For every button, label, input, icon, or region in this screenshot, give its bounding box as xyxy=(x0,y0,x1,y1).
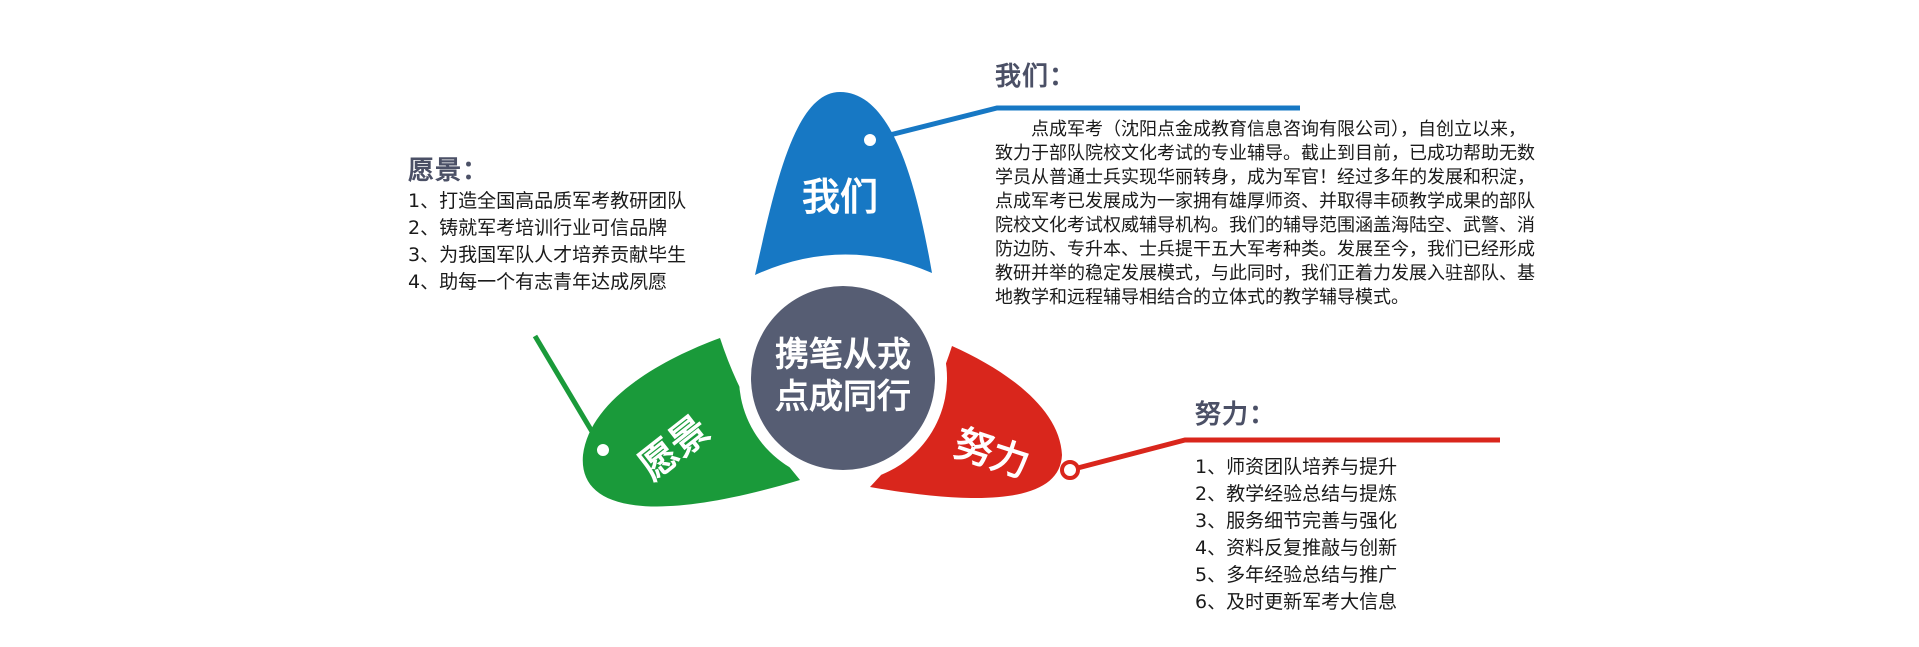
women-connector-line xyxy=(869,105,1300,143)
list-item: 5、多年经验总结与推广 xyxy=(1195,564,1398,586)
women-petal xyxy=(755,92,932,275)
women-petal-label: 我们 xyxy=(802,175,878,219)
center-line-1: 携笔从戎 xyxy=(775,335,911,375)
list-item: 2、铸就军考培训行业可信品牌 xyxy=(408,217,668,239)
nuli-connector-line xyxy=(1069,437,1500,473)
list-item: 1、打造全国高品质军考教研团队 xyxy=(408,190,687,212)
women-connector-dot xyxy=(860,130,880,150)
nuli-connector-dot xyxy=(1060,460,1080,480)
center-line-2: 点成同行 xyxy=(775,377,911,417)
women-description: 点成军考（沈阳点金成教育信息咨询有限公司），自创立以来，致力于部队院校文化考试的… xyxy=(995,119,1535,308)
nuli-list: 1、师资团队培养与提升 2、教学经验总结与提炼 3、服务细节完善与强化 4、资料… xyxy=(1195,454,1397,616)
list-item: 4、助每一个有志青年达成夙愿 xyxy=(408,271,668,293)
center-circle xyxy=(751,286,935,470)
yuanjing-list: 1、打造全国高品质军考教研团队 2、铸就军考培训行业可信品牌 3、为我国军队人才… xyxy=(408,188,686,296)
list-item: 2、教学经验总结与提炼 xyxy=(1195,483,1398,505)
yuanjing-connector-dot xyxy=(593,440,613,460)
list-item: 4、资料反复推敲与创新 xyxy=(1195,537,1398,559)
list-item: 3、服务细节完善与强化 xyxy=(1195,510,1398,532)
yuanjing-heading: 愿景： xyxy=(408,156,490,186)
list-item: 1、师资团队培养与提升 xyxy=(1195,456,1398,478)
list-item: 6、及时更新军考大信息 xyxy=(1195,591,1398,613)
women-heading: 我们： xyxy=(995,62,1077,92)
nuli-heading: 努力： xyxy=(1195,400,1277,430)
nuli-petal xyxy=(870,346,1062,499)
yuanjing-petal xyxy=(582,338,800,507)
list-item: 3、为我国军队人才培养贡献毕生 xyxy=(408,244,687,266)
